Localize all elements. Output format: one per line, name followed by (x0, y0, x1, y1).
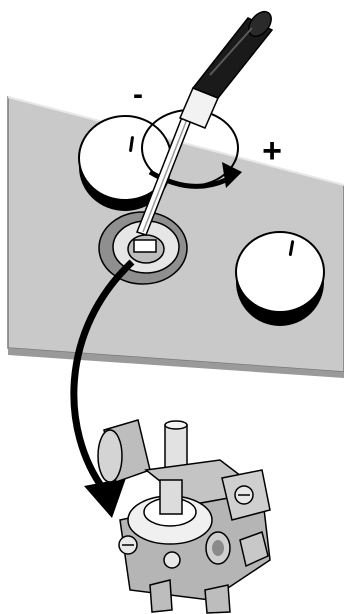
plus-label: + (262, 132, 282, 170)
leader-arrow (70, 259, 135, 518)
minus-label: - (133, 78, 143, 111)
control-knob-icon (78, 115, 172, 211)
gas-valve-icon (97, 419, 271, 614)
control-knob-icon (235, 231, 325, 326)
screwdriver-icon (136, 10, 274, 236)
